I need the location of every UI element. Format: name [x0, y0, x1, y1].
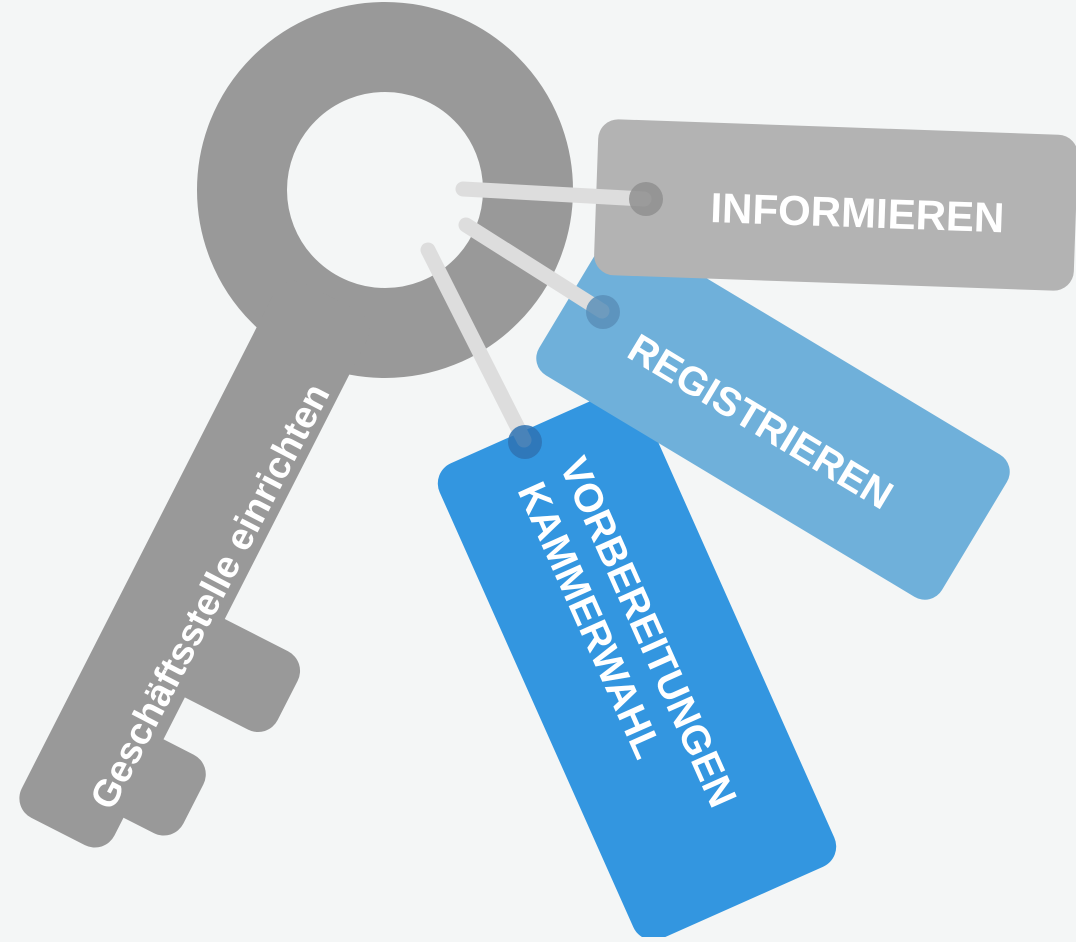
key-bit-lower: [111, 736, 206, 836]
key-bit-upper: [172, 616, 301, 733]
eyelet-informieren: [629, 182, 663, 216]
tag-strings: [420, 181, 652, 448]
string-kammerwahl: [420, 242, 532, 448]
tag-informieren: INFORMIEREN: [594, 119, 1076, 291]
tag-registrieren-body: [536, 230, 1010, 600]
eyelet-kammerwahl: [508, 425, 542, 459]
tag-informieren-body: [594, 119, 1076, 291]
string-informieren: [455, 181, 652, 207]
eyelet-registrieren: [586, 295, 620, 329]
tag-informieren-label: INFORMIEREN: [710, 184, 1005, 241]
key-shaft-group: [19, 280, 370, 848]
tag-kammerwahl-body: [437, 389, 837, 941]
key-shaft: [19, 280, 370, 848]
string-registrieren: [458, 217, 610, 319]
tag-eyelets: [508, 182, 663, 459]
